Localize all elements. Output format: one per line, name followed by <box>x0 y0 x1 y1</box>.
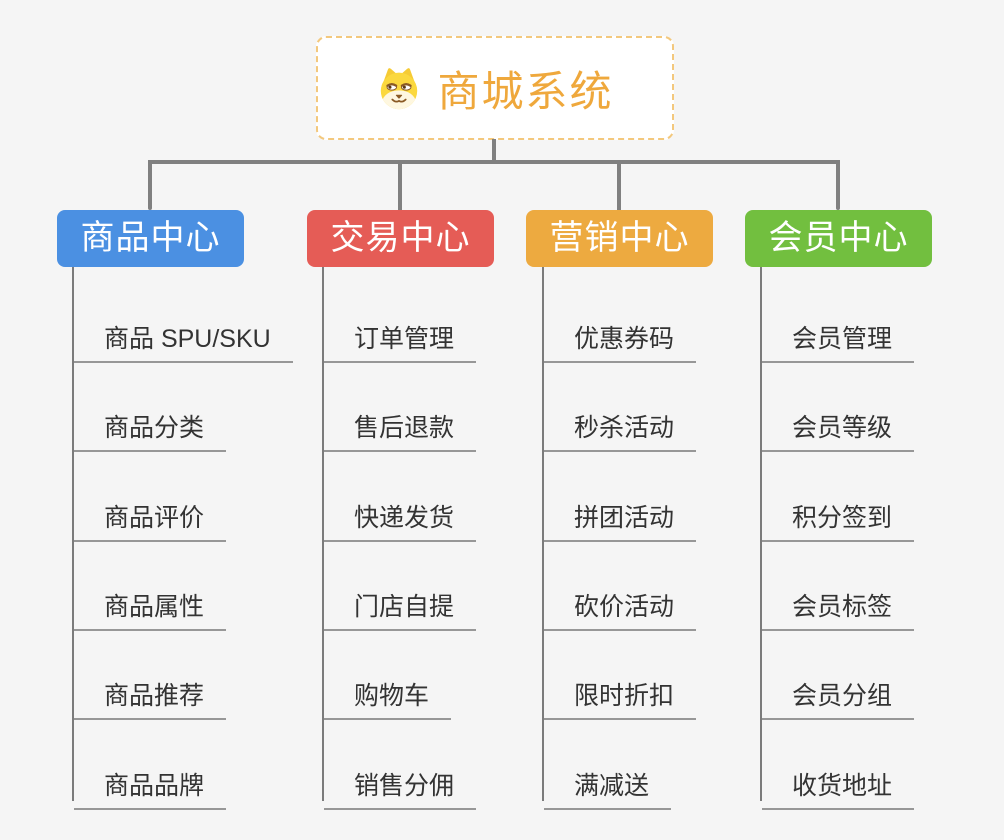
leaf-node[interactable]: 商品属性 <box>74 577 227 631</box>
connector-root-stub <box>492 139 496 164</box>
branch-children: 商品 SPU/SKU 商品分类商品评价商品属性商品推荐商品品牌 <box>72 267 324 810</box>
connector-drop-2 <box>398 160 402 210</box>
leaf-node[interactable]: 售后退款 <box>324 398 477 453</box>
leaf-node[interactable]: 商品推荐 <box>74 666 227 721</box>
leaf-node[interactable]: 快递发货 <box>324 488 477 542</box>
leaf-node[interactable]: 秒杀活动 <box>544 398 697 453</box>
leaf-node[interactable]: 商品 SPU/SKU <box>74 309 293 363</box>
connector-drop-4 <box>836 160 840 210</box>
leaf-node[interactable]: 会员管理 <box>762 309 915 363</box>
branch-header[interactable]: 会员中心 <box>745 210 932 267</box>
root-title: 商城系统 <box>437 67 614 115</box>
leaf-node[interactable]: 砍价活动 <box>544 577 697 631</box>
leaf-node[interactable]: 会员等级 <box>762 398 915 453</box>
leaf-node[interactable]: 销售分佣 <box>324 756 477 810</box>
branch-header[interactable]: 交易中心 <box>307 210 494 267</box>
connector-drop-3 <box>617 160 621 210</box>
connector-drop-1 <box>148 160 152 210</box>
leaf-node[interactable]: 购物车 <box>324 666 452 721</box>
leaf-node[interactable]: 商品分类 <box>74 398 227 453</box>
leaf-node[interactable]: 积分签到 <box>762 488 915 542</box>
leaf-node[interactable]: 商品品牌 <box>74 756 227 810</box>
leaf-node[interactable]: 满减送 <box>544 756 672 810</box>
root-node[interactable]: 商城系统 <box>316 36 674 140</box>
leaf-node[interactable]: 收货地址 <box>762 756 915 810</box>
leaf-node[interactable]: 订单管理 <box>324 309 477 363</box>
leaf-node[interactable]: 门店自提 <box>324 577 477 631</box>
leaf-node[interactable]: 优惠券码 <box>544 309 697 363</box>
leaf-node[interactable]: 会员标签 <box>762 577 915 631</box>
leaf-node[interactable]: 拼团活动 <box>544 488 697 542</box>
doge-icon <box>381 68 418 110</box>
branch-children: 优惠券码秒杀活动拼团活动砍价活动限时折扣满减送 <box>542 267 794 810</box>
connector-trunk-line <box>148 160 840 164</box>
branch-children: 订单管理售后退款快递发货门店自提购物车销售分佣 <box>322 267 574 810</box>
branch-header[interactable]: 商品中心 <box>57 210 244 267</box>
leaf-node[interactable]: 会员分组 <box>762 666 915 721</box>
branch-children: 会员管理会员等级积分签到会员标签会员分组收货地址 <box>760 267 1004 810</box>
leaf-node[interactable]: 限时折扣 <box>544 666 697 721</box>
leaf-node[interactable]: 商品评价 <box>74 488 227 542</box>
branch-header[interactable]: 营销中心 <box>526 210 713 267</box>
